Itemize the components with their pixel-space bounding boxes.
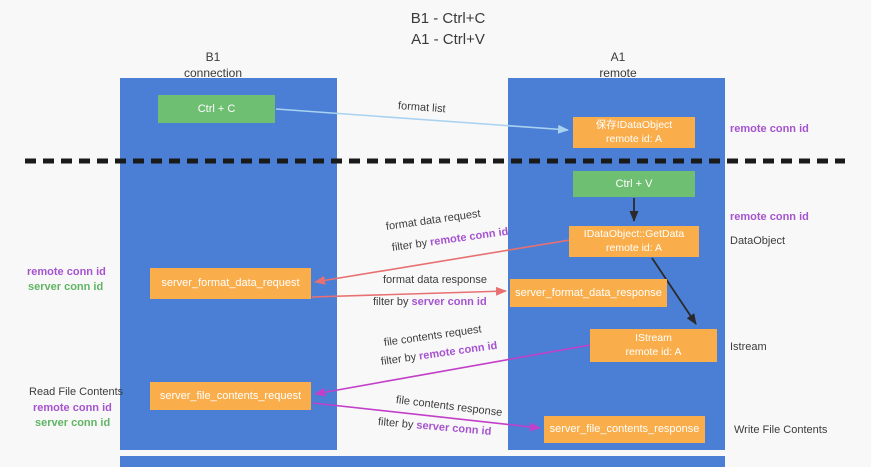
format-data-request-label: format data request: [385, 207, 482, 233]
server-file-contents-response-node: server_file_contents_response: [544, 416, 705, 443]
getdata-line2: remote id: A: [605, 241, 663, 254]
remote-conn-id-text: remote conn id: [418, 339, 499, 363]
bottom-lifeline-strip: [120, 456, 725, 467]
filter-by-text: filter by: [380, 350, 420, 368]
read-file-contents-label: Read File Contents: [29, 386, 124, 398]
ctrl-v-node: Ctrl + V: [573, 171, 695, 197]
server-conn-id-text: server conn id: [415, 419, 492, 438]
save-dataobject-line2: remote id: A: [605, 132, 663, 145]
left-remote-conn-id-mid-label: remote conn id: [27, 266, 106, 278]
server-format-data-response-node: server_format_data_response: [510, 279, 667, 307]
right-column-role: remote: [599, 65, 637, 80]
istream-line1: IStream: [635, 331, 672, 344]
dataobject-label: DataObject: [730, 235, 786, 247]
ctrl-c-node: Ctrl + C: [158, 95, 275, 123]
left-column-name: B1: [205, 50, 221, 64]
diagram-title: B1 - Ctrl+C A1 - Ctrl+V: [348, 8, 548, 50]
save-dataobject-line1: 保存IDataObject: [595, 118, 673, 131]
left-column-header: B1 connection: [143, 50, 283, 81]
getdata-node: IDataObject::GetData remote id: A: [569, 226, 699, 257]
right-column-header: A1 remote: [548, 50, 688, 81]
server-format-data-request-label: server_format_data_request: [161, 277, 300, 290]
filter-by-text: filter by: [373, 296, 412, 308]
left-server-conn-id-bottom-label: server conn id: [35, 417, 111, 429]
server-conn-id-text: server conn id: [411, 296, 487, 308]
left-column-role: connection: [183, 65, 243, 80]
format-data-response-label: format data response: [383, 274, 487, 286]
title-line-b1: B1 - Ctrl+C: [410, 10, 486, 27]
left-server-conn-id-mid-label: server conn id: [28, 281, 104, 293]
left-remote-conn-id-bottom-label: remote conn id: [33, 402, 112, 414]
server-format-data-request-node: server_format_data_request: [150, 268, 311, 299]
ctrl-v-label: Ctrl + V: [615, 177, 653, 190]
file-contents-response-label: file contents response: [395, 394, 503, 419]
remote-conn-id-text: remote conn id: [429, 225, 510, 249]
getdata-line1: IDataObject::GetData: [583, 227, 685, 240]
format-list-label: format list: [397, 100, 446, 116]
istream-node: IStream remote id: A: [590, 329, 717, 362]
ctrl-c-label: Ctrl + C: [197, 102, 236, 115]
filter-by-text: filter by: [391, 236, 431, 254]
right-remote-conn-id-top-label: remote conn id: [730, 123, 809, 135]
server-file-contents-request-node: server_file_contents_request: [150, 382, 311, 410]
server-file-contents-response-label: server_file_contents_response: [549, 423, 700, 436]
format-data-request-filter-label: filter by remote conn id: [391, 226, 509, 254]
right-column-name: A1: [610, 50, 626, 64]
right-remote-conn-id-mid-label: remote conn id: [730, 211, 809, 223]
server-format-data-response-label: server_format_data_response: [515, 286, 662, 299]
filter-by-text: filter by: [377, 416, 417, 432]
file-contents-response-filter-label: filter by server conn id: [377, 416, 491, 438]
istream-margin-label: Istream: [730, 341, 767, 353]
istream-line2: remote id: A: [625, 345, 682, 358]
write-file-contents-label: Write File Contents: [734, 424, 828, 436]
save-dataobject-node: 保存IDataObject remote id: A: [573, 117, 695, 148]
format-data-response-filter-label: filter by server conn id: [373, 296, 487, 308]
title-line-a1: A1 - Ctrl+V: [411, 31, 485, 48]
server-file-contents-request-label: server_file_contents_request: [159, 389, 302, 402]
